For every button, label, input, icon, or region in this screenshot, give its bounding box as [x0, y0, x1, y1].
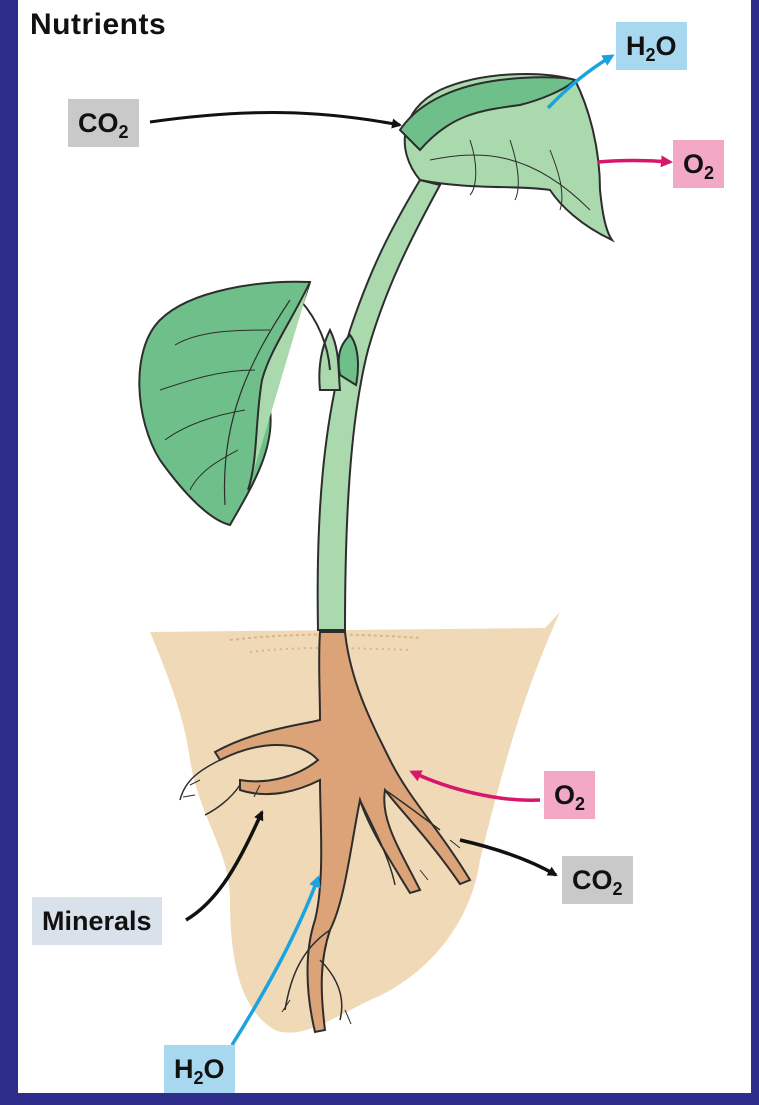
o2-air-arrow	[598, 161, 670, 163]
h2o-soil-label: H2O	[164, 1045, 235, 1093]
h2o-air-label: H2O	[616, 22, 687, 70]
diagram-title: Nutrients	[30, 8, 166, 42]
o2-soil-label: O2	[544, 771, 595, 819]
co2-air-arrow	[150, 113, 400, 125]
stem	[318, 180, 440, 630]
co2-air-label: CO2	[68, 99, 139, 147]
minerals-label: Minerals	[32, 897, 162, 945]
co2-soil-label: CO2	[562, 856, 633, 904]
o2-air-label: O2	[673, 140, 724, 188]
